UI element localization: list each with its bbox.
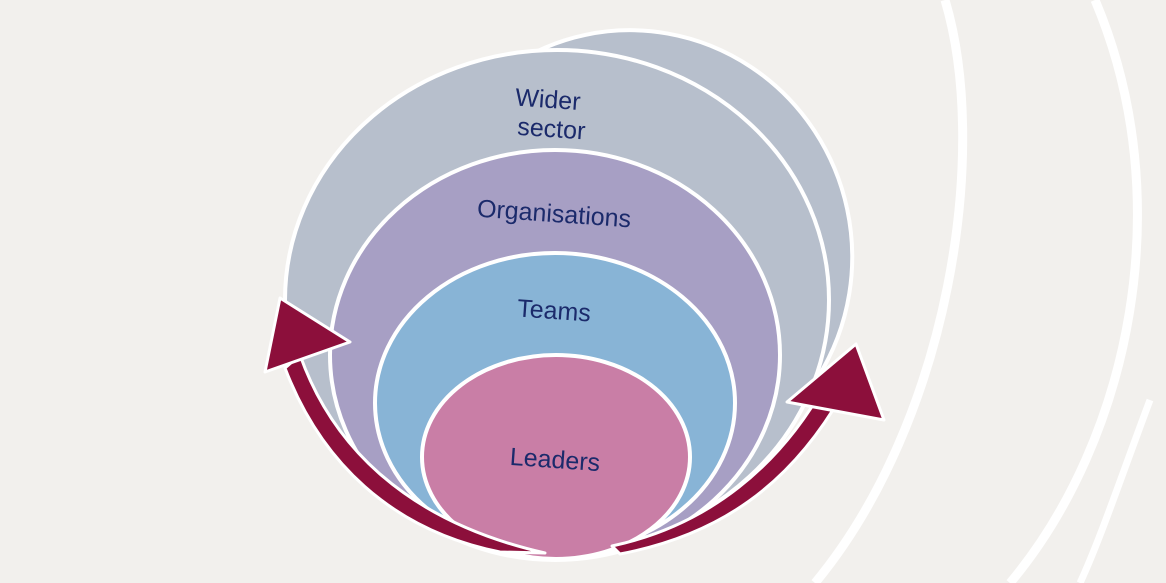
leaders-layer <box>420 353 692 561</box>
background-arc-3 <box>1076 398 1154 583</box>
teams-label: Teams <box>516 294 591 327</box>
right-growth-arrow <box>610 342 886 556</box>
background-decoration <box>811 0 1154 583</box>
right-arrow-head-icon <box>785 342 886 422</box>
leaders-label: Leaders <box>509 443 601 477</box>
background-arc-2 <box>1006 0 1142 583</box>
background-arc-1 <box>811 0 968 583</box>
left-growth-arrow <box>263 296 547 555</box>
left-arrow-head-icon <box>263 296 352 374</box>
left-arrow-shaft <box>283 353 547 555</box>
wider-sector-label: Wider sector <box>512 84 588 146</box>
